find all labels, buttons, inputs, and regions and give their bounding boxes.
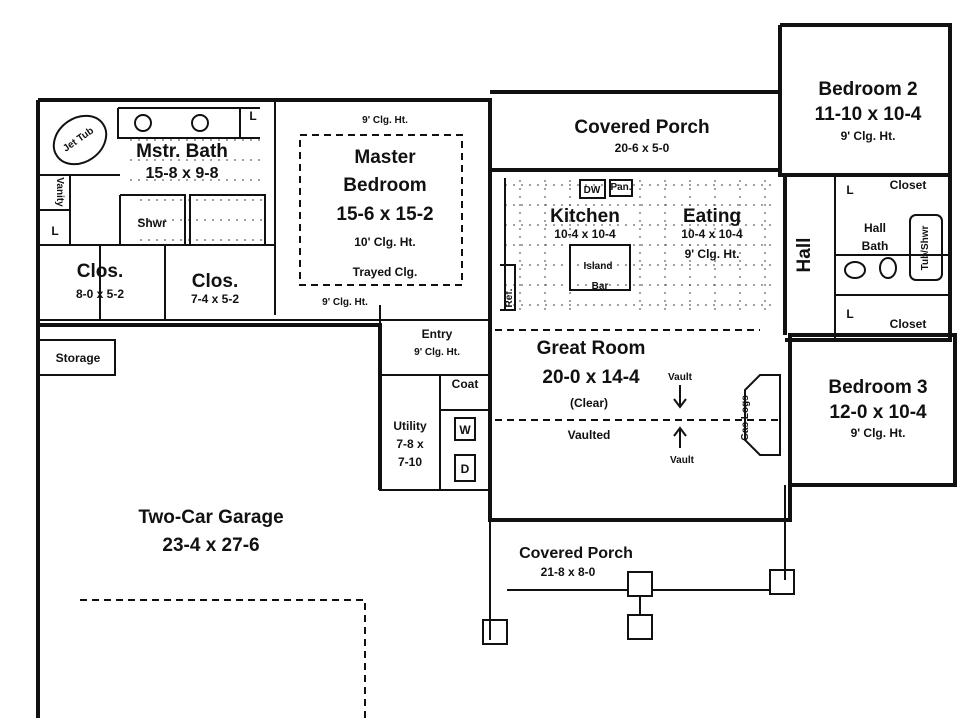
utility-size-2: 7-10: [398, 455, 422, 469]
sink-icon: [191, 114, 209, 132]
dryer-label: D: [461, 462, 470, 476]
bedroom-2-ceiling: 9' Clg. Ht.: [841, 129, 896, 143]
master-bedroom-size: 15-6 x 15-2: [336, 204, 433, 225]
master-ceiling-bottom: 9' Clg. Ht.: [322, 297, 368, 308]
linen-label: L: [846, 307, 853, 321]
closet-bottom-label: Closet: [890, 317, 927, 331]
closet-2-name: Clos.: [192, 271, 238, 292]
porch-posts: [482, 569, 795, 645]
arrow-up-icon: [673, 426, 687, 448]
coat-label: Coat: [452, 377, 479, 391]
closet-2-size: 7-4 x 5-2: [191, 292, 239, 306]
master-ceiling-top: 9' Clg. Ht.: [362, 115, 408, 126]
jet-tub-label: Jet Tub: [61, 125, 96, 154]
master-bath-name: Mstr. Bath: [136, 141, 228, 162]
washer-label: W: [459, 423, 471, 437]
toilet-icon: [879, 257, 897, 279]
vault-bottom-label: Vault: [670, 455, 695, 466]
master-bedroom-ceiling: 10' Clg. Ht.: [354, 235, 416, 249]
hall-bath-name-1: Hall: [864, 221, 886, 235]
linen-label: L: [249, 109, 256, 123]
master-bedroom-note: Trayed Clg.: [353, 265, 418, 279]
fireplace-label: Gas Logs: [740, 395, 751, 441]
entry-ceiling: 9' Clg. Ht.: [414, 347, 460, 358]
master-bedroom-name-2: Bedroom: [343, 175, 426, 196]
dishwasher-label: DW: [584, 185, 601, 196]
bar-label: Bar: [592, 281, 609, 292]
eating-ceiling: 9' Clg. Ht.: [685, 247, 740, 261]
master-bath-size: 15-8 x 9-8: [146, 165, 219, 182]
linen-label: L: [846, 183, 853, 197]
eating-name: Eating: [683, 206, 741, 227]
great-room-size: 20-0 x 14-4: [542, 367, 640, 388]
bedroom-3-size: 12-0 x 10-4: [829, 402, 927, 423]
storage-label: Storage: [56, 351, 101, 365]
hall-bath-name-2: Bath: [862, 239, 889, 253]
vault-top-label: Vault: [668, 372, 693, 383]
kitchen-name: Kitchen: [550, 206, 620, 227]
bedroom-3-name: Bedroom 3: [828, 377, 927, 398]
pantry-label: Pan.: [610, 182, 631, 193]
front-porch-name: Covered Porch: [519, 545, 633, 562]
room-labels: Jet Tub Vanity L L Mstr. Bath 15-8 x 9-8…: [51, 79, 931, 579]
closet-top-label: Closet: [890, 178, 927, 192]
front-porch-size: 21-8 x 8-0: [541, 565, 596, 579]
great-room-vaulted: Vaulted: [568, 428, 611, 442]
bedroom-3-ceiling: 9' Clg. Ht.: [851, 426, 906, 440]
bedroom-2-size: 11-10 x 10-4: [815, 104, 922, 125]
closet-1-size: 8-0 x 5-2: [76, 287, 124, 301]
eating-size: 10-4 x 10-4: [681, 227, 743, 241]
utility-size-1: 7-8 x: [396, 437, 424, 451]
sink-icon: [844, 261, 866, 279]
kitchen-size: 10-4 x 10-4: [554, 227, 616, 241]
linen-label: L: [51, 224, 58, 238]
great-room-note: (Clear): [570, 396, 608, 410]
arrow-down-icon: [673, 385, 687, 409]
hall-label: Hall: [794, 238, 815, 273]
jet-tub-icon: [52, 114, 108, 166]
walls: [36, 23, 957, 718]
sink-icon: [134, 114, 152, 132]
utility-name: Utility: [393, 419, 427, 433]
closet-1-name: Clos.: [77, 261, 123, 282]
shower-label: Shwr: [137, 216, 167, 230]
ref-label: Ref.: [504, 288, 515, 307]
entry-name: Entry: [422, 327, 453, 341]
garage-size: 23-4 x 27-6: [162, 535, 259, 556]
great-room-name: Great Room: [537, 338, 646, 359]
garage-name: Two-Car Garage: [138, 507, 283, 528]
rear-porch-name: Covered Porch: [574, 117, 709, 138]
vanity-label: Vanity: [54, 177, 65, 207]
master-bedroom-name-1: Master: [354, 147, 416, 168]
island-label: Island: [584, 261, 613, 272]
tub-icon: [909, 214, 943, 281]
tub-label: Tub/Shwr: [920, 225, 931, 270]
bedroom-2-name: Bedroom 2: [818, 79, 917, 100]
rear-porch-size: 20-6 x 5-0: [615, 141, 670, 155]
